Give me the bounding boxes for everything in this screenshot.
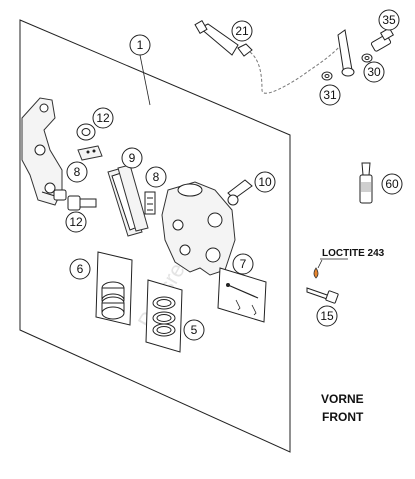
assembly-panel — [19, 19, 291, 453]
svg-text:8: 8 — [74, 165, 81, 179]
svg-text:12: 12 — [96, 111, 110, 125]
spring-clip — [144, 191, 156, 215]
caliper-body — [161, 181, 236, 276]
loctite-label: LOCTITE 243 — [322, 248, 385, 259]
leader-1 — [139, 54, 151, 106]
banjo-fitting — [337, 29, 355, 77]
brake-fluid-bottle — [359, 162, 373, 204]
bracket-bolt — [41, 189, 67, 201]
callout-60[interactable]: 60 — [381, 173, 403, 195]
washer-31 — [321, 71, 333, 81]
mounting-bolt — [306, 287, 339, 304]
callout-8-left[interactable]: 8 — [66, 161, 88, 183]
callout-35[interactable]: 35 — [378, 9, 400, 31]
direction-label-front: FRONT — [322, 410, 364, 424]
callout-6[interactable]: 6 — [69, 258, 91, 280]
callout-1[interactable]: 1 — [129, 34, 151, 56]
banjo-bolt — [370, 27, 395, 52]
loctite-leader — [317, 259, 323, 269]
callout-30[interactable]: 30 — [363, 61, 385, 83]
brake-pads — [107, 164, 149, 237]
bushing-upper — [76, 123, 96, 141]
svg-text:10: 10 — [258, 175, 272, 189]
svg-text:7: 7 — [240, 257, 247, 271]
callout-31[interactable]: 31 — [319, 84, 341, 106]
clip-upper — [77, 145, 103, 161]
svg-text:35: 35 — [382, 13, 396, 27]
svg-text:60: 60 — [385, 177, 399, 191]
svg-text:30: 30 — [367, 65, 381, 79]
callout-12-upper[interactable]: 12 — [92, 107, 114, 129]
pin-lower — [67, 195, 97, 211]
brake-hose — [194, 19, 346, 94]
seals-box — [145, 279, 183, 353]
callout-12-lower[interactable]: 12 — [65, 211, 87, 233]
caliper-bracket — [21, 97, 63, 206]
bleeder-valve — [227, 179, 253, 206]
svg-text:1: 1 — [137, 38, 144, 52]
callout-15[interactable]: 15 — [316, 305, 338, 327]
pin-kit-box — [217, 267, 267, 323]
svg-text:31: 31 — [323, 88, 337, 102]
callout-21[interactable]: 21 — [231, 20, 253, 42]
callout-8-right[interactable]: 8 — [145, 166, 167, 188]
washer-30 — [361, 53, 373, 63]
svg-text:9: 9 — [129, 151, 136, 165]
svg-text:5: 5 — [191, 323, 198, 337]
pistons-box — [95, 251, 133, 326]
callout-7[interactable]: 7 — [232, 253, 254, 275]
svg-text:21: 21 — [235, 24, 249, 38]
loctite-drop — [313, 267, 319, 279]
callout-9[interactable]: 9 — [121, 147, 143, 169]
svg-text:6: 6 — [77, 262, 84, 276]
svg-text:12: 12 — [69, 215, 83, 229]
svg-text:15: 15 — [320, 309, 334, 323]
svg-text:8: 8 — [153, 170, 160, 184]
callout-10[interactable]: 10 — [254, 171, 276, 193]
direction-label-vorne: VORNE — [321, 392, 364, 406]
callout-5[interactable]: 5 — [183, 319, 205, 341]
